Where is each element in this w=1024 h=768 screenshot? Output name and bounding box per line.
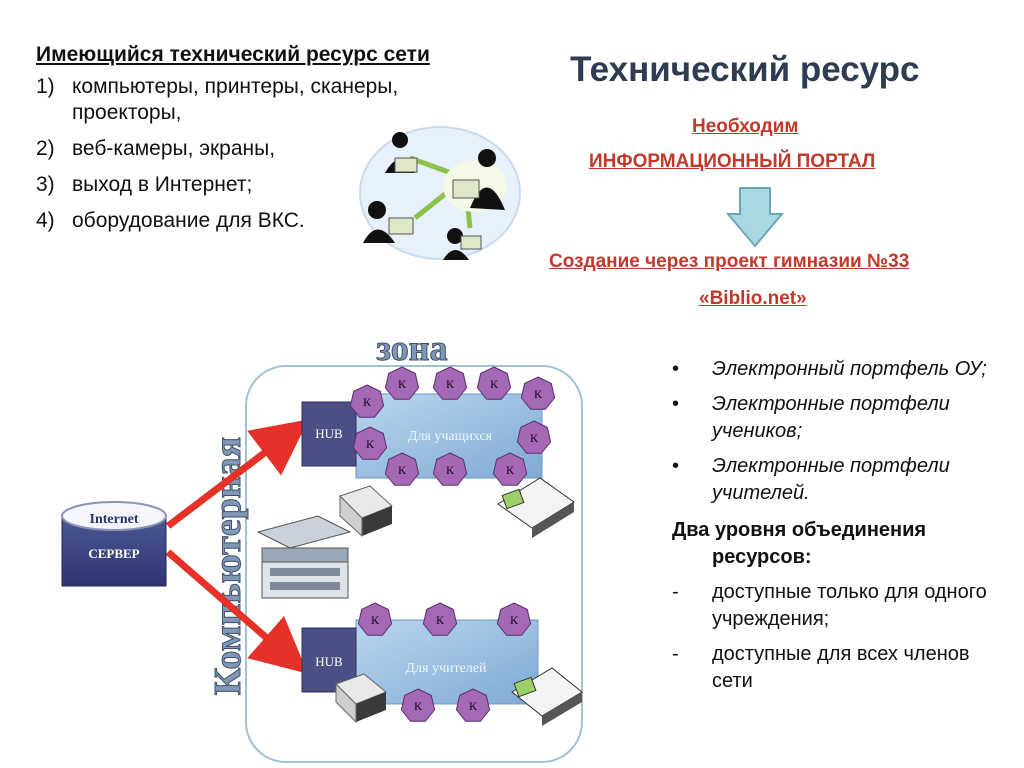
computer-node: К <box>455 688 491 722</box>
computer-node: К <box>349 384 385 418</box>
computer-node-label: К <box>366 437 375 451</box>
computer-node-label: К <box>398 377 407 391</box>
teachers-hub-label: HUB <box>315 654 343 669</box>
fax-icon <box>497 477 575 538</box>
page-title: Технический ресурс <box>570 50 920 89</box>
fax-icon <box>511 667 583 726</box>
zone-frame <box>245 365 583 763</box>
computer-node-label: К <box>398 463 407 477</box>
list-item: 1)компьютеры, принтеры, сканеры, проекто… <box>36 75 399 124</box>
computer-node-label: К <box>490 377 499 391</box>
arrow-to-teachers-hub <box>165 549 308 674</box>
list-item: •Электронные портфели учеников; <box>672 393 950 442</box>
person-laptop-icon <box>443 228 482 260</box>
project-text: Создание через проект гимназии №33 <box>549 251 910 272</box>
list-item: •Электронные портфели учителей. <box>672 455 950 504</box>
students-hub-label: HUB <box>315 426 343 441</box>
computer-node: К <box>520 376 556 410</box>
computer-node: К <box>352 426 388 460</box>
computer-node-label: К <box>446 377 455 391</box>
list-item: 3)выход в Интернет; <box>36 173 253 196</box>
printer-icon <box>339 485 393 538</box>
computer-node-label: К <box>436 613 445 627</box>
resource-heading: Имеющийся технический ресурс сети <box>36 43 430 66</box>
arrow-to-students-hub <box>165 419 309 529</box>
zone-label: зона <box>377 328 448 368</box>
list-item: •Электронный портфель ОУ; <box>672 358 987 380</box>
computer-node: К <box>400 688 436 722</box>
students-hub <box>301 401 357 467</box>
computer-node-label: К <box>414 699 423 713</box>
network-diagram: зона Компьютерная Internet СЕРВЕР Для уч… <box>61 328 583 763</box>
computer-node: К <box>422 602 458 636</box>
portal-text: ИНФОРМАЦИОННЫЙ ПОРТАЛ <box>589 151 876 172</box>
list-item: -доступные только для одного учреждения; <box>672 581 987 630</box>
computer-node-label: К <box>363 395 372 409</box>
computer-node: К <box>384 452 420 486</box>
server: Internet СЕРВЕР <box>61 501 167 587</box>
computer-node: К <box>516 420 552 454</box>
teachers-panel-label: Для учителей <box>405 661 487 676</box>
computer-node: К <box>496 602 532 636</box>
computer-node: К <box>492 452 528 486</box>
computer-node: К <box>384 366 420 400</box>
project-name: «Biblio.net» <box>699 288 807 309</box>
computer-node-label: К <box>371 613 380 627</box>
computer-node: К <box>432 366 468 400</box>
computer-node-label: К <box>506 463 515 477</box>
computer-node-label: К <box>534 387 543 401</box>
person-laptop-icon <box>363 201 414 243</box>
zone-vertical-label: Компьютерная <box>207 437 249 695</box>
computer-node-label: К <box>446 463 455 477</box>
list-item: 2)веб-камеры, экраны, <box>36 137 276 160</box>
computer-node-label: К <box>469 699 478 713</box>
network-people-illustration <box>359 126 521 260</box>
computer-node: К <box>476 366 512 400</box>
computer-node: К <box>357 602 393 636</box>
computer-node-label: К <box>530 431 539 445</box>
printer-icon <box>335 673 387 724</box>
computer-node: К <box>432 452 468 486</box>
down-arrow-icon <box>726 187 784 248</box>
server-top-label: Internet <box>90 512 139 527</box>
copier-icon <box>256 515 352 599</box>
resource-list: Имеющийся технический ресурс сети 1)комп… <box>36 42 476 244</box>
resource-items: 1)компьютеры, принтеры, сканеры, проекто… <box>36 74 476 234</box>
computer-node-label: К <box>510 613 519 627</box>
list-item: 4)оборудование для ВКС. <box>36 209 305 232</box>
person-laptop-icon <box>443 149 507 212</box>
server-label: СЕРВЕР <box>88 546 139 561</box>
levels-heading: Два уровня объединения ресурсов: <box>672 519 927 568</box>
person-laptop-icon <box>385 132 418 173</box>
need-text: Необходим <box>692 116 799 137</box>
students-panel-label: Для учащихся <box>408 429 493 444</box>
portal-features: •Электронный портфель ОУ; •Электронные п… <box>672 356 1002 703</box>
list-item: -доступные для всех членов сети <box>672 643 970 692</box>
